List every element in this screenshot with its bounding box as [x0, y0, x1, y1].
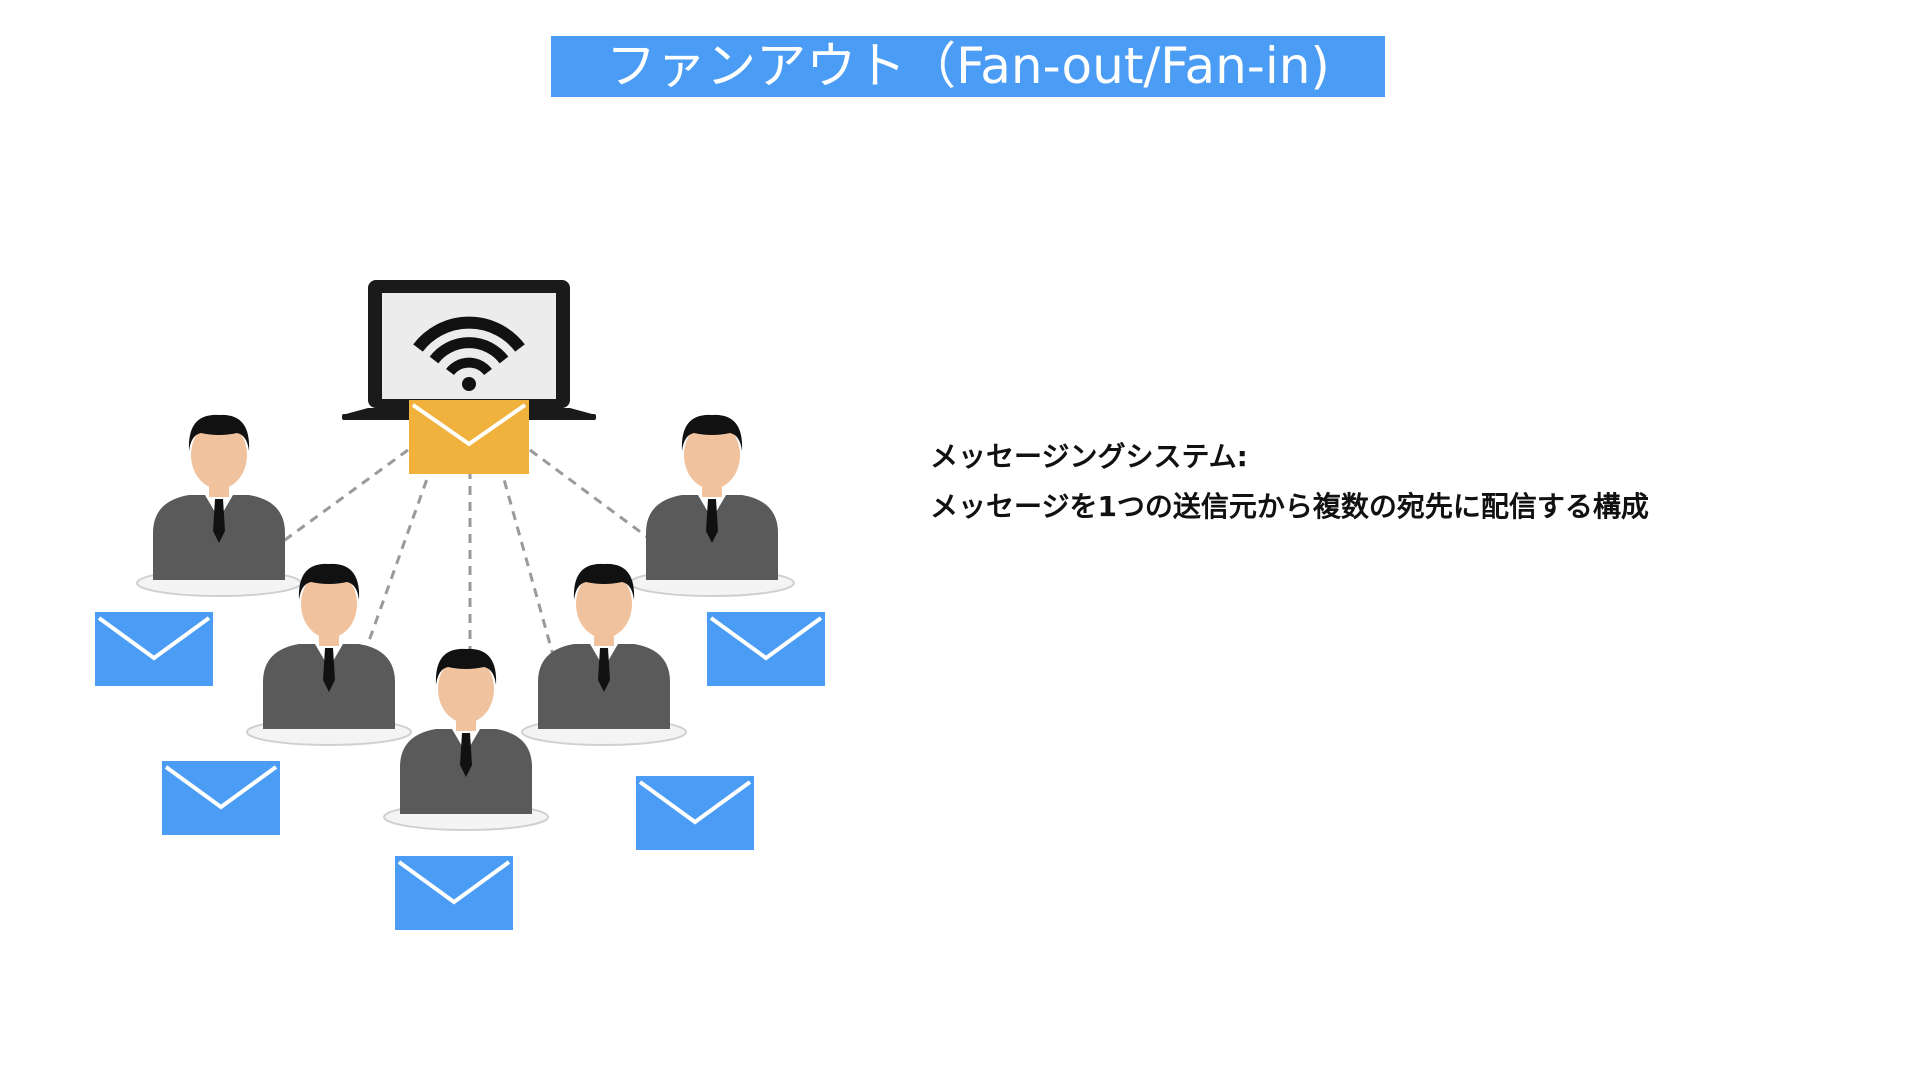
person-icon [136, 413, 302, 597]
person-icon [629, 413, 795, 597]
envelope-icon [705, 610, 827, 688]
envelope-icon [634, 774, 756, 852]
envelope-icon [160, 759, 282, 837]
description-detail: メッセージを1つの送信元から複数の宛先に配信する構成 [930, 490, 1649, 523]
laptop-with-wifi-icon [342, 280, 596, 420]
description-heading: メッセージングシステム: [930, 440, 1248, 473]
connector-lines [277, 448, 659, 681]
fan-out-illustration [93, 280, 827, 932]
slide-title: ファンアウト（Fan-out/Fan-in) [551, 36, 1385, 97]
description-text: メッセージングシステム: メッセージを1つの送信元から複数の宛先に配信する構成 [930, 432, 1830, 532]
sender-envelope-icon [409, 400, 529, 474]
envelope-icon [393, 854, 515, 932]
person-icon [383, 647, 549, 831]
envelope-icon [93, 610, 215, 688]
